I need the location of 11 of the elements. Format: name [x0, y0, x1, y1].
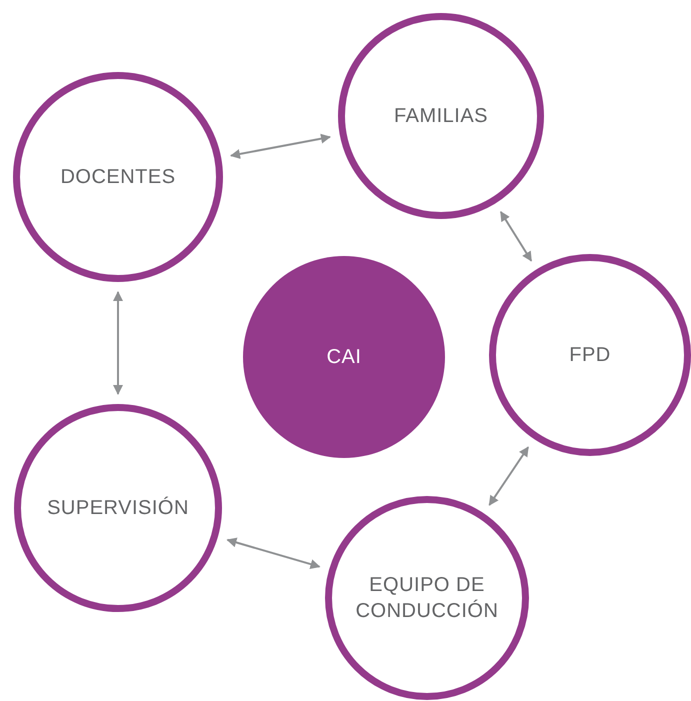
double-arrow: [230, 134, 331, 159]
double-arrow: [500, 211, 532, 262]
circle-label: EQUIPO DE CONDUCCIÓN: [354, 573, 500, 624]
double-arrow: [113, 291, 123, 395]
circle-label: FPD: [569, 343, 611, 368]
double-arrow: [488, 446, 529, 506]
circle-label: DOCENTES: [60, 165, 176, 190]
circle-label: FAMILIAS: [394, 104, 488, 129]
double-arrow: [226, 538, 320, 569]
circle-label: SUPERVISIÓN: [47, 496, 189, 521]
circle-label: CAI: [326, 345, 362, 370]
